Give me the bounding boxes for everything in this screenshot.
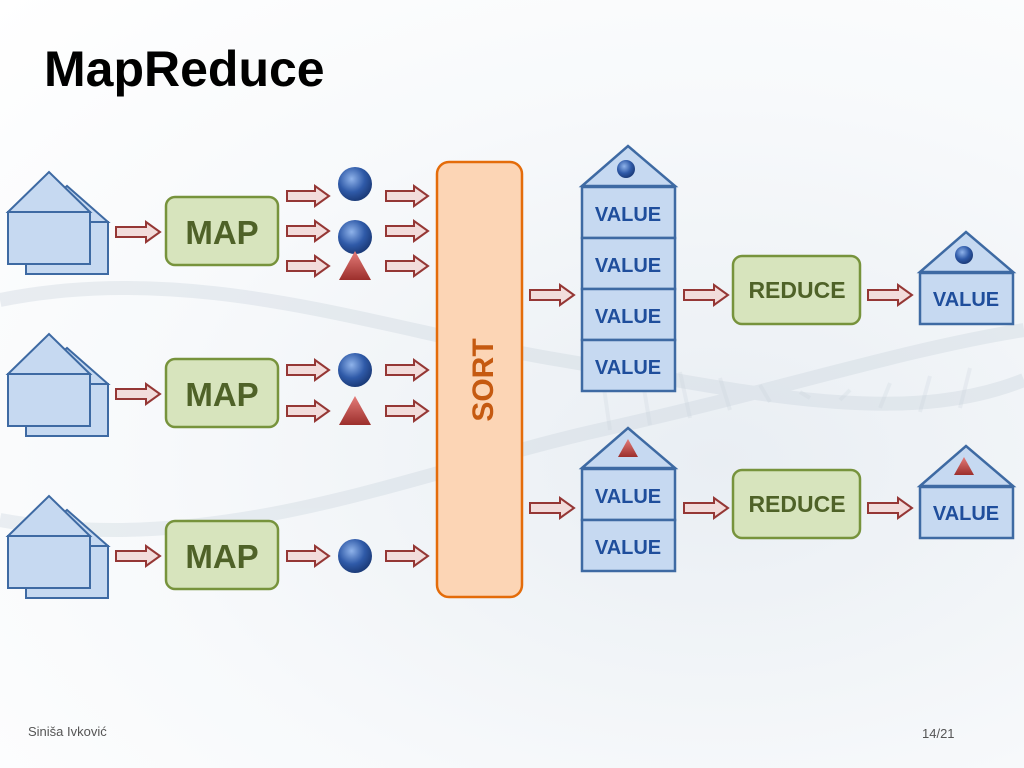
- flow-arrow-icon: [385, 184, 430, 208]
- reduce-label: REDUCE: [748, 491, 845, 517]
- flow-arrow-icon: [529, 283, 576, 307]
- circle-key-icon: [617, 160, 635, 178]
- value-label: VALUE: [595, 306, 661, 328]
- flow-arrow-icon: [286, 399, 331, 423]
- flow-arrow-icon: [286, 184, 331, 208]
- sort-label: SORT: [467, 338, 500, 421]
- value-label: VALUE: [595, 255, 661, 277]
- flow-arrow-icon: [385, 219, 430, 243]
- value-label: VALUE: [595, 537, 661, 559]
- triangle-key-icon: [339, 251, 371, 280]
- sort-box: SORT: [435, 160, 524, 599]
- triangle-key-icon: [339, 396, 371, 425]
- flow-arrow-icon: [385, 254, 430, 278]
- reduce-box: REDUCE: [731, 468, 862, 540]
- map-box: MAP: [164, 195, 280, 267]
- circle-key-icon: [338, 539, 372, 573]
- reduce-label: REDUCE: [748, 277, 845, 303]
- flow-arrows: [115, 184, 914, 568]
- value-label: VALUE: [595, 486, 661, 508]
- circle-key-icon: [338, 353, 372, 387]
- flow-arrow-icon: [867, 283, 914, 307]
- result-value-triangle: VALUE: [916, 444, 1017, 540]
- circle-key-icon: [338, 167, 372, 201]
- footer-page-number: 14/21: [922, 726, 955, 741]
- flow-arrow-icon: [286, 358, 331, 382]
- flow-arrow-icon: [867, 496, 914, 520]
- map-label: MAP: [185, 214, 258, 251]
- map-box: MAP: [164, 357, 280, 429]
- flow-arrow-icon: [286, 219, 331, 243]
- value-label: VALUE: [595, 204, 661, 226]
- map-box: MAP: [164, 519, 280, 591]
- flow-arrow-icon: [286, 544, 331, 568]
- footer-author: Siniša Ivković: [28, 724, 107, 739]
- circle-key-icon: [955, 246, 973, 264]
- value-group-triangle: VALUE VALUE: [578, 426, 679, 573]
- flow-arrow-icon: [683, 283, 730, 307]
- circle-key-icon: [338, 220, 372, 254]
- triangle-key-icon: [954, 457, 974, 475]
- flow-arrow-icon: [385, 544, 430, 568]
- value-label: VALUE: [933, 503, 999, 525]
- result-value-circle: VALUE: [916, 230, 1017, 326]
- intermediate-keys: [338, 167, 372, 573]
- map-label: MAP: [185, 376, 258, 413]
- input-document-icon: [5, 170, 111, 275]
- flow-arrow-icon: [115, 382, 162, 406]
- value-group-circle: VALUE VALUE VALUE VALUE: [578, 144, 679, 393]
- reduce-box: REDUCE: [731, 254, 862, 326]
- flow-arrow-icon: [286, 254, 331, 278]
- slide-title: MapReduce: [44, 41, 325, 97]
- map-label: MAP: [185, 538, 258, 575]
- flow-arrow-icon: [529, 496, 576, 520]
- value-label: VALUE: [933, 289, 999, 311]
- triangle-key-icon: [618, 439, 638, 457]
- input-document-icon: [5, 332, 111, 437]
- flow-arrow-icon: [683, 496, 730, 520]
- flow-arrow-icon: [115, 220, 162, 244]
- flow-arrow-icon: [385, 358, 430, 382]
- value-label: VALUE: [595, 357, 661, 379]
- flow-arrow-icon: [385, 399, 430, 423]
- input-document-icon: [5, 494, 111, 599]
- flow-arrow-icon: [115, 544, 162, 568]
